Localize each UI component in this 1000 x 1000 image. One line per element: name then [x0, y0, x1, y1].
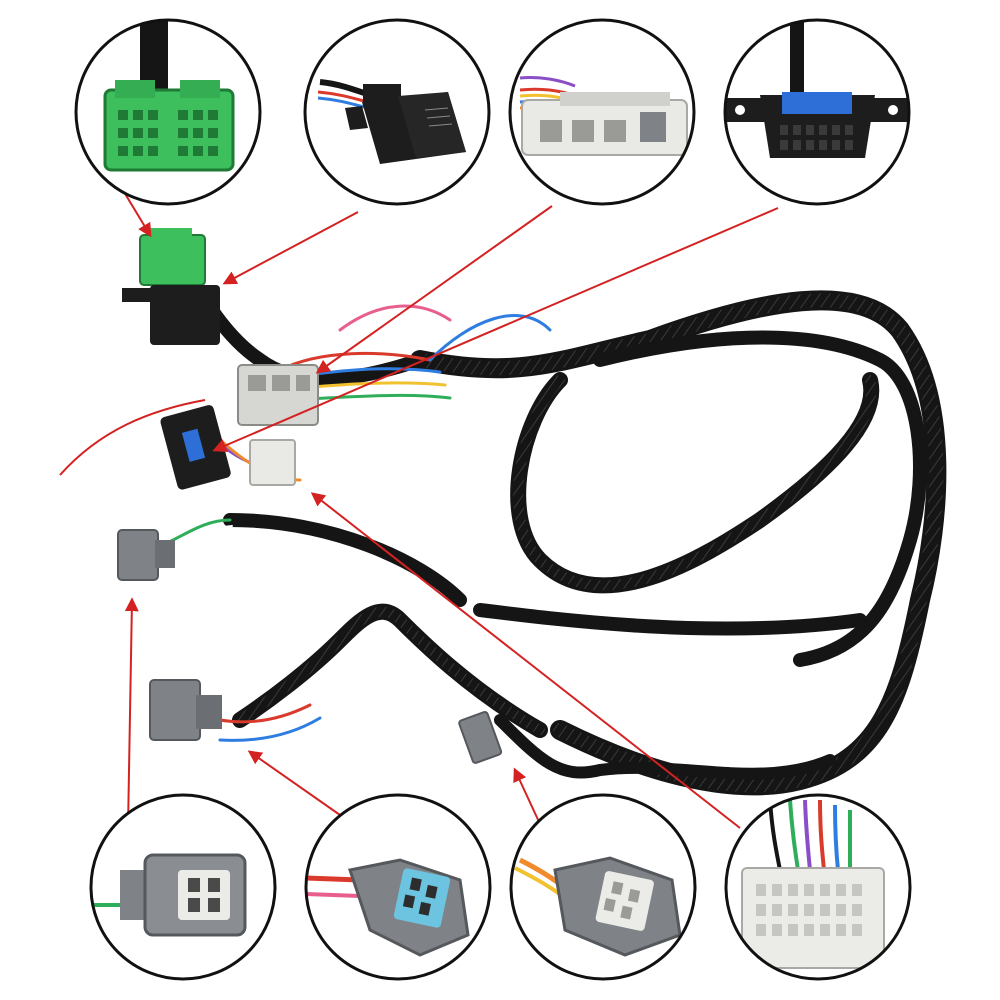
arrow-to-gray-connector-upper-left	[124, 597, 139, 829]
black-relay-icon	[317, 79, 466, 164]
arrow-to-white-gray-connector	[315, 205, 553, 374]
arrow-to-gray-connector-center	[513, 767, 541, 825]
white-gray-connector-on-harness	[237, 364, 319, 426]
green-multipin-connector-icon	[103, 20, 235, 172]
arrow-tail-curve	[59, 399, 206, 476]
white-multipin-connector-on-harness	[249, 439, 296, 486]
arrow-to-obd2-port	[212, 207, 779, 453]
gray-4pin-connector-icon	[91, 853, 247, 937]
gray-blue-4pin-connector-icon	[306, 858, 470, 957]
arrow-to-gray-connector-lower-left	[247, 750, 351, 823]
callout-white-gray-connector	[508, 18, 696, 206]
callout-green-ecu-connector	[74, 18, 262, 206]
obd2-port-on-harness	[160, 405, 231, 490]
gray-connector-upper-left	[117, 529, 175, 581]
obd2-port-icon	[725, 20, 909, 158]
callout-gray-4pin-connector-b	[509, 793, 697, 981]
arrow-to-relay	[222, 211, 359, 285]
relay-on-harness	[122, 285, 220, 345]
callout-obd2-port	[723, 18, 911, 206]
callout-gray-blue-connector	[304, 793, 492, 981]
gray-connector-center	[458, 711, 503, 764]
callout-gray-4pin-connector-a	[89, 793, 277, 981]
white-multipin-connector-icon	[741, 799, 885, 969]
harness-loom	[173, 243, 947, 796]
white-gray-connector-icon	[519, 76, 688, 156]
pointer-arrows	[59, 181, 779, 829]
gray-4pin-connector-icon	[511, 856, 682, 957]
callout-relay	[303, 18, 491, 206]
gray-connector-lower-left	[149, 679, 222, 741]
callout-white-multipin-connector	[724, 793, 912, 981]
arrow-to-white-multipin-connector	[310, 492, 741, 829]
green-ecu-connector-on-harness	[139, 228, 206, 286]
